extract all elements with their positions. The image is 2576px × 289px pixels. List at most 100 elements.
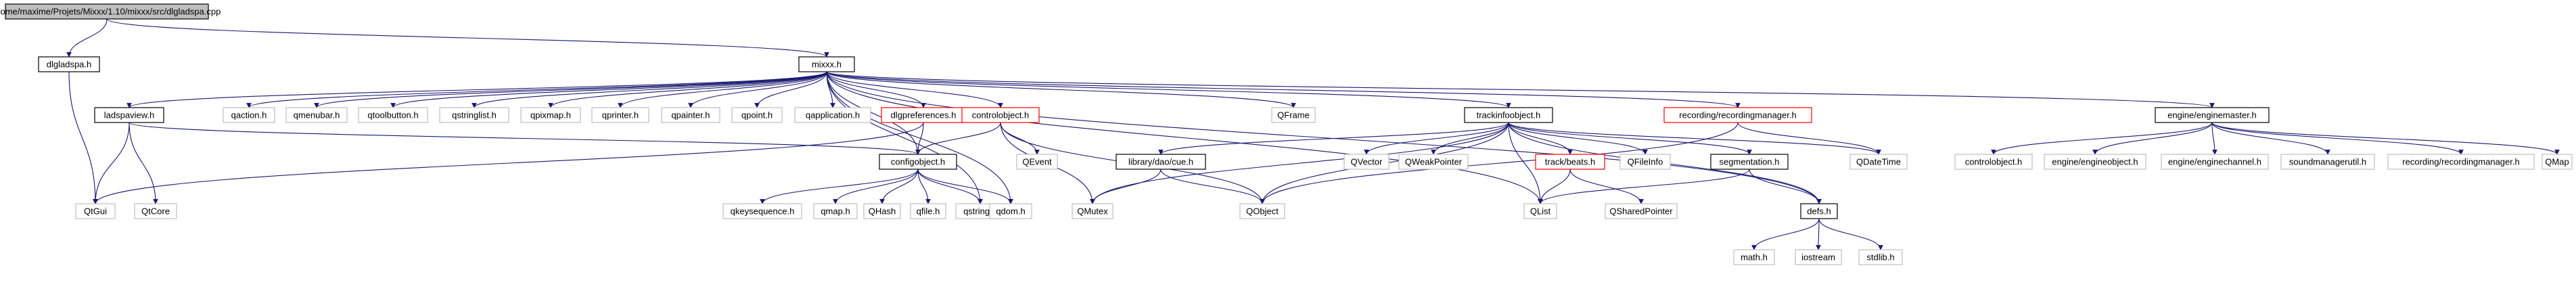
node-qpainter-h: qpainter.h (661, 107, 720, 123)
node-qweakpointer: QWeakPointer (1398, 154, 1469, 170)
node-qtgui: QtGui (75, 203, 116, 219)
node-label: dlgladspa.h (47, 60, 92, 70)
node-box (1954, 154, 2033, 170)
node-defs-h[interactable]: defs.h (1800, 203, 1838, 219)
node-box (879, 154, 957, 170)
node-label: iostream (1801, 252, 1835, 263)
edge-configobject-h-to-qfile-h (917, 169, 931, 204)
edge-configobject-h-to-qmap-h (833, 169, 919, 204)
node-trackinfoobject-h[interactable]: trackinfoobject.h (1464, 107, 1553, 123)
node-segmentation-h[interactable]: segmentation.h (1710, 154, 1789, 170)
node-box (2280, 154, 2375, 170)
node-box (1795, 249, 1842, 265)
node-configobject-h[interactable]: configobject.h (879, 154, 957, 170)
node-box (1116, 154, 1206, 170)
node-label: QWeakPointer (1405, 157, 1463, 167)
node-qhash: QHash (863, 203, 901, 219)
edge-mixxx-h-to-qpixmap-h (548, 71, 827, 108)
node-label: stdlib.h (1866, 252, 1894, 263)
edge-trackinfoobject-h-to-qdatetime (1508, 122, 1881, 155)
edge-dlgpreferences-h-to-qtgui (93, 122, 924, 204)
node-enginechannel-h: engine/enginechannel.h (2161, 154, 2269, 170)
edge-configobject-h-to-qdom-h (917, 169, 1013, 204)
node-label: qstringlist.h (452, 110, 497, 120)
edge-segmentation-h-to-qlist (1538, 169, 1750, 204)
node-label: library/dao/cue.h (1128, 157, 1193, 167)
node-box (2161, 154, 2269, 170)
node-label: QFrame (1277, 110, 1310, 120)
node-box (661, 107, 720, 123)
node-label: recording/recordingmanager.h (1679, 110, 1796, 120)
node-label: segmentation.h (1720, 157, 1780, 167)
edge-mixxx-h-to-qdom-h (826, 71, 1013, 204)
node-box (94, 107, 164, 123)
node-box (134, 203, 177, 219)
edge-mixxx-h-to-qpainter-h (688, 71, 827, 108)
edge-enginemaster-h-to-engineobject-h (2092, 122, 2213, 155)
node-qprinter-h: qprinter.h (591, 107, 649, 123)
edge-configobject-h-to-qkeysequence-h (760, 169, 919, 204)
node-box (1800, 203, 1838, 219)
node-qdom-h: qdom.h (989, 203, 1032, 219)
edge-segmentation-h-to-defs-h (1749, 169, 1822, 204)
node-box (75, 203, 116, 219)
edge-mixxx-h-to-qtoolbutton-h (390, 71, 827, 108)
edge-trackinfoobject-h-to-library-dao-cue-h (1158, 122, 1509, 155)
node-mixxx-h[interactable]: mixxx.h (798, 56, 855, 72)
node-label: QMap (2545, 157, 2569, 167)
node-label: qmap.h (821, 206, 850, 217)
node-label: soundmanagerutil.h (2289, 157, 2366, 167)
node-label: qstring.h (963, 206, 997, 217)
edge-root-to-mixxx-h (106, 18, 829, 58)
node-box (358, 107, 428, 123)
edge-controlobject-h-to-configobject-h (915, 122, 1001, 155)
node-box (1858, 249, 1903, 265)
node-qframe: QFrame (1271, 107, 1316, 123)
node-root[interactable]: /home/maxime/Projets/Mixxx/1.10/mixxx/sr… (0, 3, 221, 20)
node-dlgpreferences-h[interactable]: dlgpreferences.h (881, 107, 966, 123)
node-enginemaster-h[interactable]: engine/enginemaster.h (2155, 107, 2270, 123)
node-controlobject-h[interactable]: controlobject.h (961, 107, 1040, 123)
node-label: track/beats.h (1545, 157, 1595, 167)
node-stdlib-h: stdlib.h (1858, 249, 1903, 265)
edge-mixxx-h-to-qmenubar-h (314, 71, 827, 108)
edge-trackinfoobject-h-to-segmentation-h (1508, 122, 1752, 155)
edge-mixxx-h-to-configobject-h (826, 71, 921, 155)
node-qfileinfo: QFileInfo (1619, 154, 1671, 170)
node-track-beats-h[interactable]: track/beats.h (1535, 154, 1605, 170)
edge-enginemaster-h-to-qmap (2211, 122, 2560, 155)
node-box (1710, 154, 1789, 170)
edge-configobject-h-to-qhash (879, 169, 919, 204)
node-label: ladspaview.h (104, 110, 154, 120)
node-box (961, 107, 1040, 123)
node-qsharedpointer: QSharedPointer (1605, 203, 1678, 219)
node-qvector: QVector (1343, 154, 1389, 170)
node-box (1523, 203, 1557, 219)
node-label: qmenubar.h (294, 110, 340, 120)
node-recordingmanager-h[interactable]: recording/recordingmanager.h (1663, 107, 1812, 123)
node-box (2387, 154, 2535, 170)
edge-ladspaview-h-to-qtcore (129, 122, 158, 204)
node-label: QMutex (1077, 206, 1108, 217)
edge-mixxx-h-to-recordingmanager-h (826, 71, 1741, 108)
node-box (591, 107, 649, 123)
node-box (2542, 154, 2573, 170)
edge-recordingmanager-h-to-qobject (1260, 122, 1739, 204)
node-ladspaview-h[interactable]: ladspaview.h (94, 107, 164, 123)
node-box (520, 107, 581, 123)
edge-mixxx-h-to-qlist (826, 71, 1543, 204)
node-library-dao-cue-h[interactable]: library/dao/cue.h (1116, 154, 1206, 170)
node-dlgladspa-h[interactable]: dlgladspa.h (38, 56, 100, 72)
edge-trackinfoobject-h-to-qlist (1508, 122, 1543, 204)
node-box (722, 203, 802, 219)
node-box (731, 107, 783, 123)
node-label: qdom.h (996, 206, 1025, 217)
node-qaction-h: qaction.h (223, 107, 275, 123)
node-label: qfile.h (917, 206, 940, 217)
node-label: QHash (869, 206, 896, 217)
node-label: math.h (1741, 252, 1768, 263)
node-box (1619, 154, 1671, 170)
node-label: controlobject.h (972, 110, 1030, 120)
node-box (1605, 203, 1678, 219)
